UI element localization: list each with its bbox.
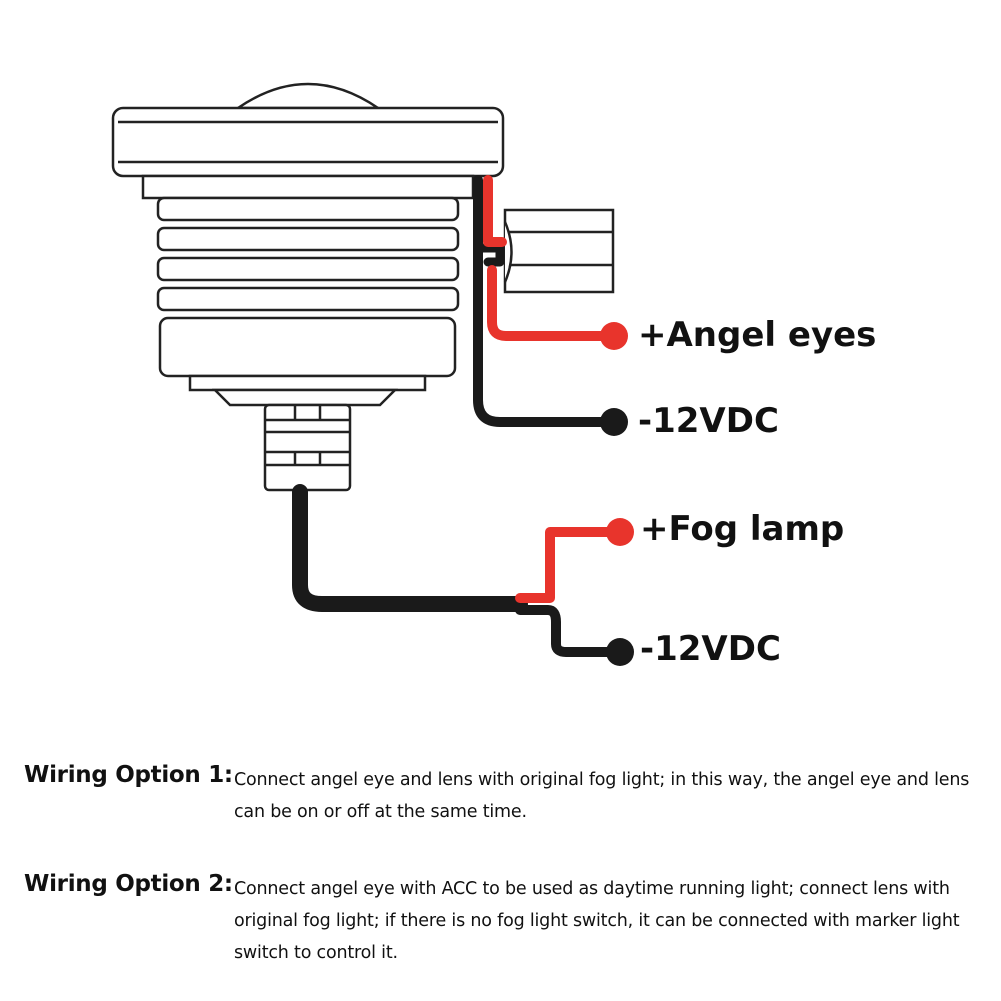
angel-eyes-positive-label: +Angel eyes: [638, 315, 877, 355]
wiring-option-1-text: Connect angel eye and lens with original…: [234, 770, 970, 822]
lamp-rim: [111, 106, 505, 178]
lamp-main-cable: [292, 484, 528, 612]
angel-eye-connector: [503, 208, 615, 294]
wiring-option-2-text: Connect angel eye with ACC to be used as…: [234, 879, 960, 963]
angel-eyes-negative-wire: [473, 175, 617, 427]
cooling-fin: [156, 226, 460, 252]
cooling-fin: [156, 286, 460, 312]
fog-lamp-negative-wire: [515, 605, 617, 657]
cooling-fin: [156, 196, 460, 222]
angel-eyes-negative-jumper: [473, 243, 505, 267]
fog-lamp-positive-label: +Fog lamp: [640, 509, 845, 549]
fog-lamp-negative-label: -12VDC: [640, 629, 781, 669]
wiring-option-1-title: Wiring Option 1:: [24, 762, 233, 788]
fog-lamp-positive-terminal: [606, 518, 634, 546]
fog-lamp-body: [111, 82, 615, 492]
angel-eyes-negative-label: -12VDC: [638, 401, 779, 441]
cooling-fin: [156, 256, 460, 282]
fog-lamp-negative-terminal: [606, 638, 634, 666]
lamp-dome: [233, 82, 383, 110]
angel-eyes-negative-terminal: [600, 408, 628, 436]
fog-lamp-wiring-diagram: [111, 82, 634, 666]
fog-lamp-positive-wire: [515, 527, 617, 603]
wiring-option-2-title: Wiring Option 2:: [24, 871, 233, 897]
cable-gland: [263, 403, 352, 492]
angel-eyes-positive-wire: [483, 175, 617, 341]
angel-eyes-positive-terminal: [600, 322, 628, 350]
